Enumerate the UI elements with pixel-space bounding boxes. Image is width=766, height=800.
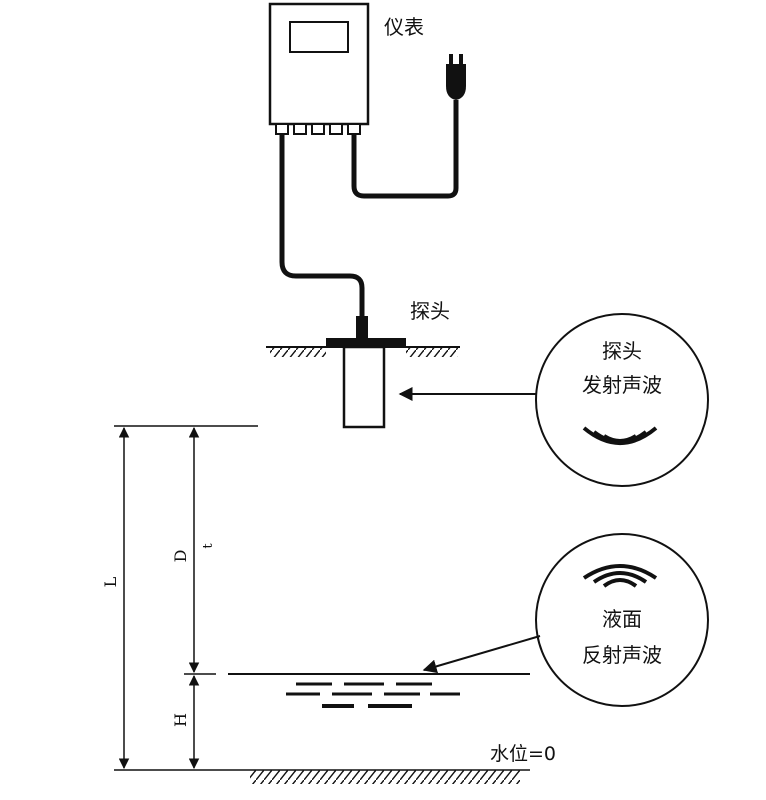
water-level-label: 水位=0 [490, 743, 556, 765]
callout-reflect-line2: 反射声波 [582, 643, 662, 667]
dimension-L-label: L [101, 576, 120, 587]
meter-box-icon [268, 2, 370, 135]
callout-emit [398, 313, 709, 487]
dimension-D-label: D [171, 550, 190, 563]
power-plug-icon [446, 54, 466, 100]
callout-emit-line1: 探头 [602, 339, 642, 363]
liquid-dashes [286, 682, 460, 708]
ultrasonic-probe-icon [326, 316, 406, 429]
callout-reflect-line1: 液面 [602, 607, 642, 631]
power-cable [351, 100, 459, 199]
ground [250, 770, 520, 784]
mounting-surface [266, 346, 460, 357]
dimension-t-label: t [201, 543, 216, 549]
probe-label: 探头 [410, 299, 450, 323]
meter-label: 仪表 [384, 15, 424, 39]
signal-cable [279, 134, 365, 318]
sound-wave-reflect-icon [582, 564, 658, 588]
dimension-H-label: H [171, 713, 190, 727]
sound-wave-emit-icon [582, 426, 658, 445]
callout-reflect [422, 533, 709, 707]
callout-emit-line2: 发射声波 [582, 373, 662, 397]
